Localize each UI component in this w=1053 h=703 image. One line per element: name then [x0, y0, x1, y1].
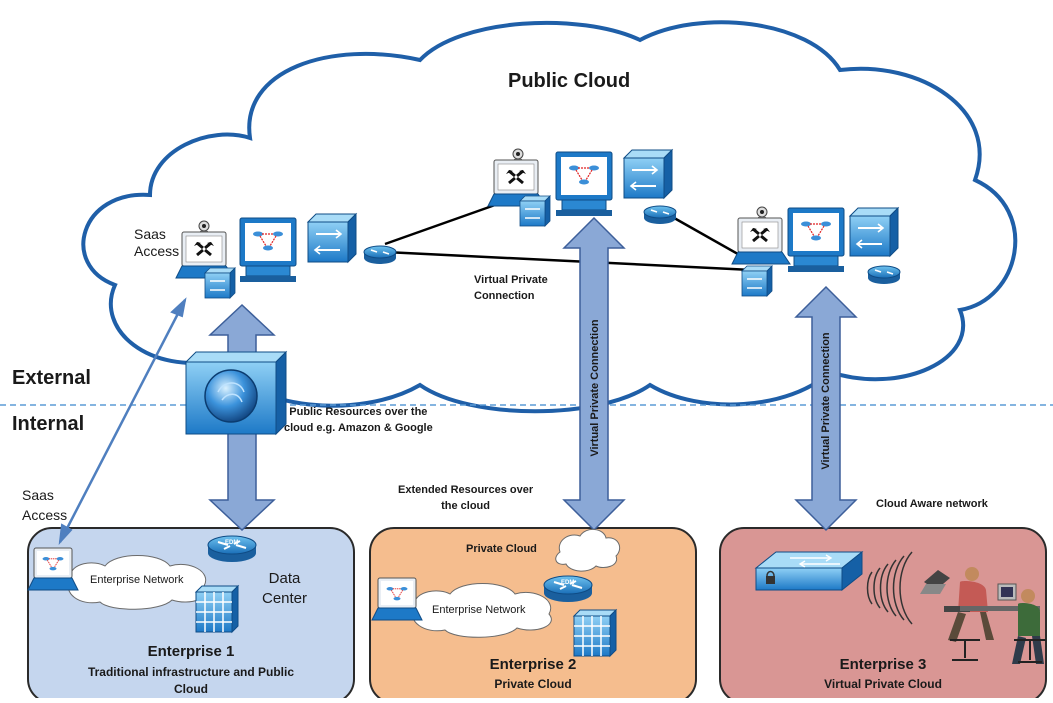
saas-access-bottom-label: Saas Access [22, 487, 68, 523]
cloud-aware-label: Cloud Aware network [876, 498, 988, 510]
enterprise-3-switch [754, 550, 864, 592]
public-resources-label: Public Resources over the cloud e.g. Ama… [284, 406, 433, 434]
vpc-link-1 [384, 203, 496, 246]
external-label: External [12, 367, 91, 389]
enterprise-3-users [920, 567, 1046, 664]
private-cloud-label: Private Cloud [466, 543, 537, 555]
edm-label-1: EDM [225, 540, 239, 546]
saas-access-top-label: Saas Access [134, 226, 180, 259]
vpc-vertical-label-2: Virtual Private Connection [589, 319, 601, 457]
enterprise-2-private-cloud [555, 529, 621, 572]
enterprise-1-subtitle: Traditional infrastructure and Public Cl… [87, 665, 295, 696]
edm-label-2: EDM [561, 580, 575, 586]
vpc-link-2 [384, 250, 753, 272]
enterprise-2-subtitle: Private Cloud [494, 677, 572, 691]
enterprise-3-arrow [794, 285, 858, 532]
enterprise-1-title: Enterprise 1 [147, 643, 235, 660]
enterprise-1-network-label: Enterprise Network [90, 574, 184, 586]
vpc-vertical-label-3: Virtual Private Connection [820, 332, 832, 470]
enterprise-2-laptop [371, 577, 423, 621]
enterprise-1-laptop [27, 547, 79, 591]
public-cloud-title: Public Cloud [508, 70, 631, 92]
wireless-waves-icon [866, 551, 913, 625]
enterprise-3-title: Enterprise 3 [839, 656, 927, 673]
enterprise-2-server [573, 609, 617, 657]
enterprise-2-network-cloud [411, 583, 552, 638]
extended-resources-label: Extended Resources over the cloud [398, 484, 534, 512]
internal-label: Internal [12, 413, 85, 435]
data-center-label: Data Center [262, 570, 308, 607]
enterprise-1-data-center-server [195, 585, 239, 633]
enterprise-2-title: Enterprise 2 [489, 656, 577, 673]
vpc-label: Virtual Private Connection [474, 274, 548, 302]
saas-access-arrow [58, 299, 187, 543]
enterprise-2-network-label: Enterprise Network [432, 604, 526, 616]
public-resources-appliance [184, 350, 288, 436]
enterprise-3-subtitle: Virtual Private Cloud [824, 677, 942, 691]
